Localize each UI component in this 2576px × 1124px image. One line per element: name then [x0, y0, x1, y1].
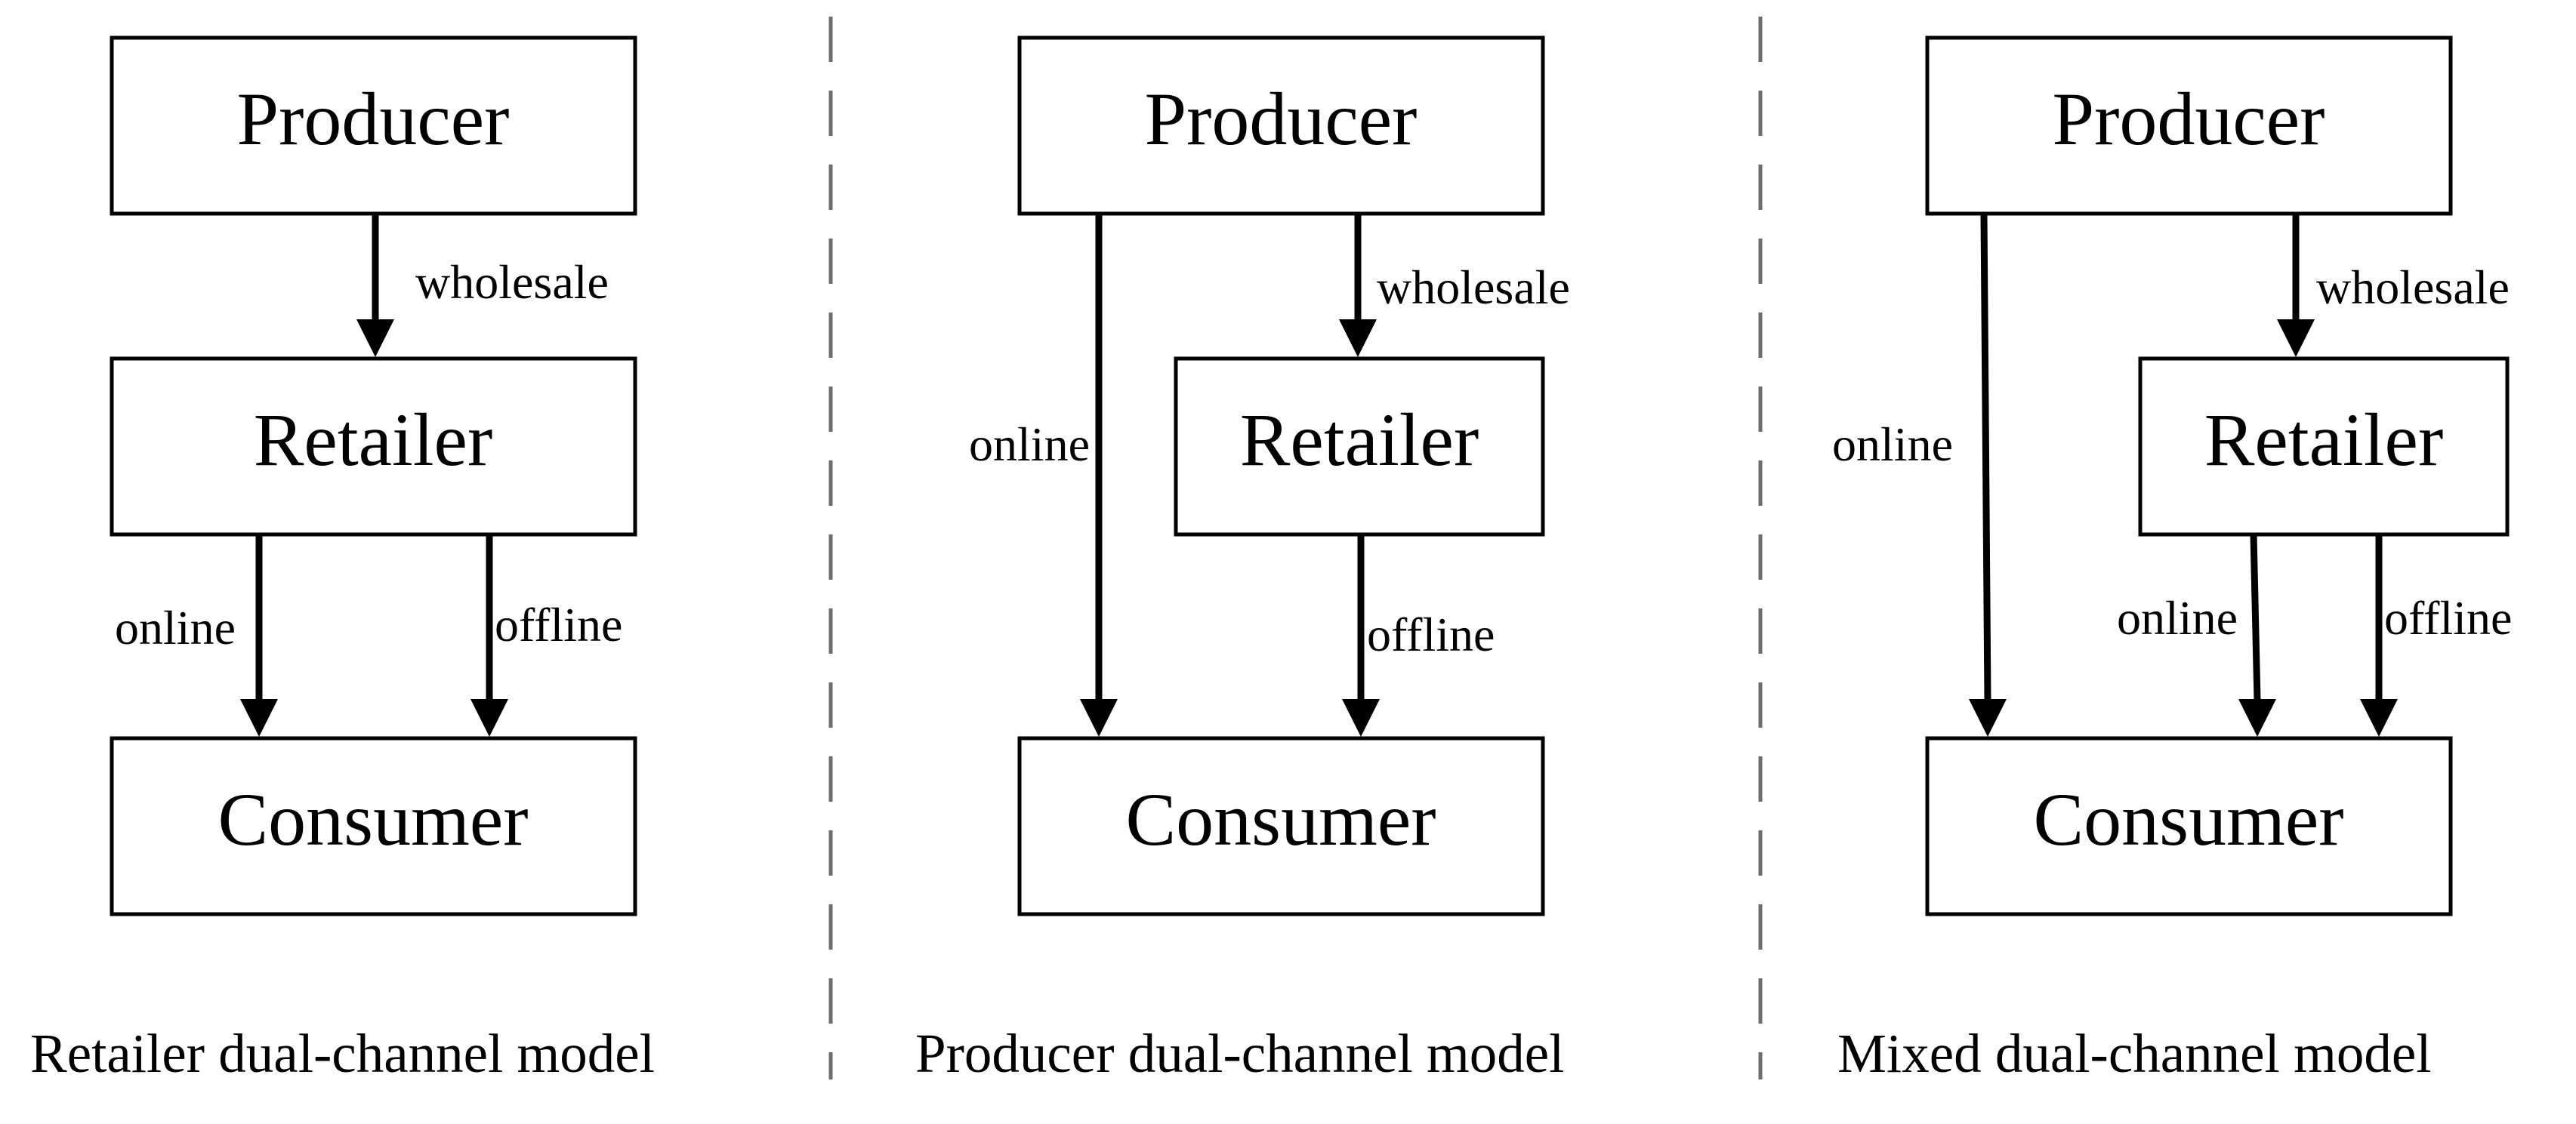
edge-online: online: [115, 534, 278, 737]
edge-label-online: online: [2117, 591, 2238, 645]
producer-label: Producer: [1145, 77, 1418, 161]
edge-label-offline: offline: [1367, 608, 1495, 661]
panel-producer-dual-channel: Producer Retailer Consumer online wholes…: [915, 35, 1570, 1084]
producer-label: Producer: [237, 77, 510, 161]
panel-caption: Producer dual-channel model: [915, 1023, 1564, 1084]
retailer-label: Retailer: [1240, 398, 1479, 482]
edge-wholesale: wholesale: [2277, 214, 2510, 357]
panel-caption: Mixed dual-channel model: [1837, 1023, 2432, 1084]
edge-label-wholesale: wholesale: [415, 255, 609, 309]
producer-node: Producer: [1925, 35, 2453, 216]
retailer-label: Retailer: [2204, 398, 2444, 482]
edge-online: online: [969, 214, 1118, 737]
consumer-label: Consumer: [2033, 778, 2343, 861]
producer-label: Producer: [2053, 77, 2325, 161]
edge-wholesale: wholesale: [1339, 214, 1570, 357]
edge-label-online: online: [1832, 417, 1953, 471]
edge-label-wholesale: wholesale: [2316, 260, 2510, 314]
panel-caption: Retailer dual-channel model: [30, 1023, 655, 1084]
edge-label-offline: offline: [2384, 591, 2512, 645]
panel-retailer-dual-channel: Producer Retailer Consumer wholesale onl…: [30, 35, 655, 1084]
consumer-label: Consumer: [1125, 778, 1436, 861]
producer-node: Producer: [110, 35, 637, 216]
edge-offline: offline: [2360, 534, 2512, 737]
panel-mixed-dual-channel: Producer Retailer Consumer online wholes…: [1832, 35, 2512, 1084]
consumer-node: Consumer: [1017, 736, 1545, 916]
retailer-node: Retailer: [110, 356, 637, 537]
edge-label-wholesale: wholesale: [1377, 260, 1570, 314]
consumer-node: Consumer: [1925, 736, 2453, 916]
retailer-label: Retailer: [254, 398, 493, 482]
edge-online-retail: online: [2117, 534, 2276, 737]
edge-offline: offline: [470, 534, 622, 737]
retailer-node: Retailer: [2138, 356, 2510, 537]
edge-online-direct: online: [1832, 213, 2007, 737]
edge-label-offline: offline: [495, 598, 622, 651]
edge-offline: offline: [1342, 534, 1495, 737]
consumer-label: Consumer: [217, 778, 528, 861]
consumer-node: Consumer: [110, 736, 637, 916]
producer-node: Producer: [1017, 35, 1545, 216]
edge-label-online: online: [115, 601, 236, 654]
retailer-node: Retailer: [1174, 356, 1545, 537]
edge-wholesale: wholesale: [356, 214, 609, 357]
edge-label-online: online: [969, 417, 1090, 471]
